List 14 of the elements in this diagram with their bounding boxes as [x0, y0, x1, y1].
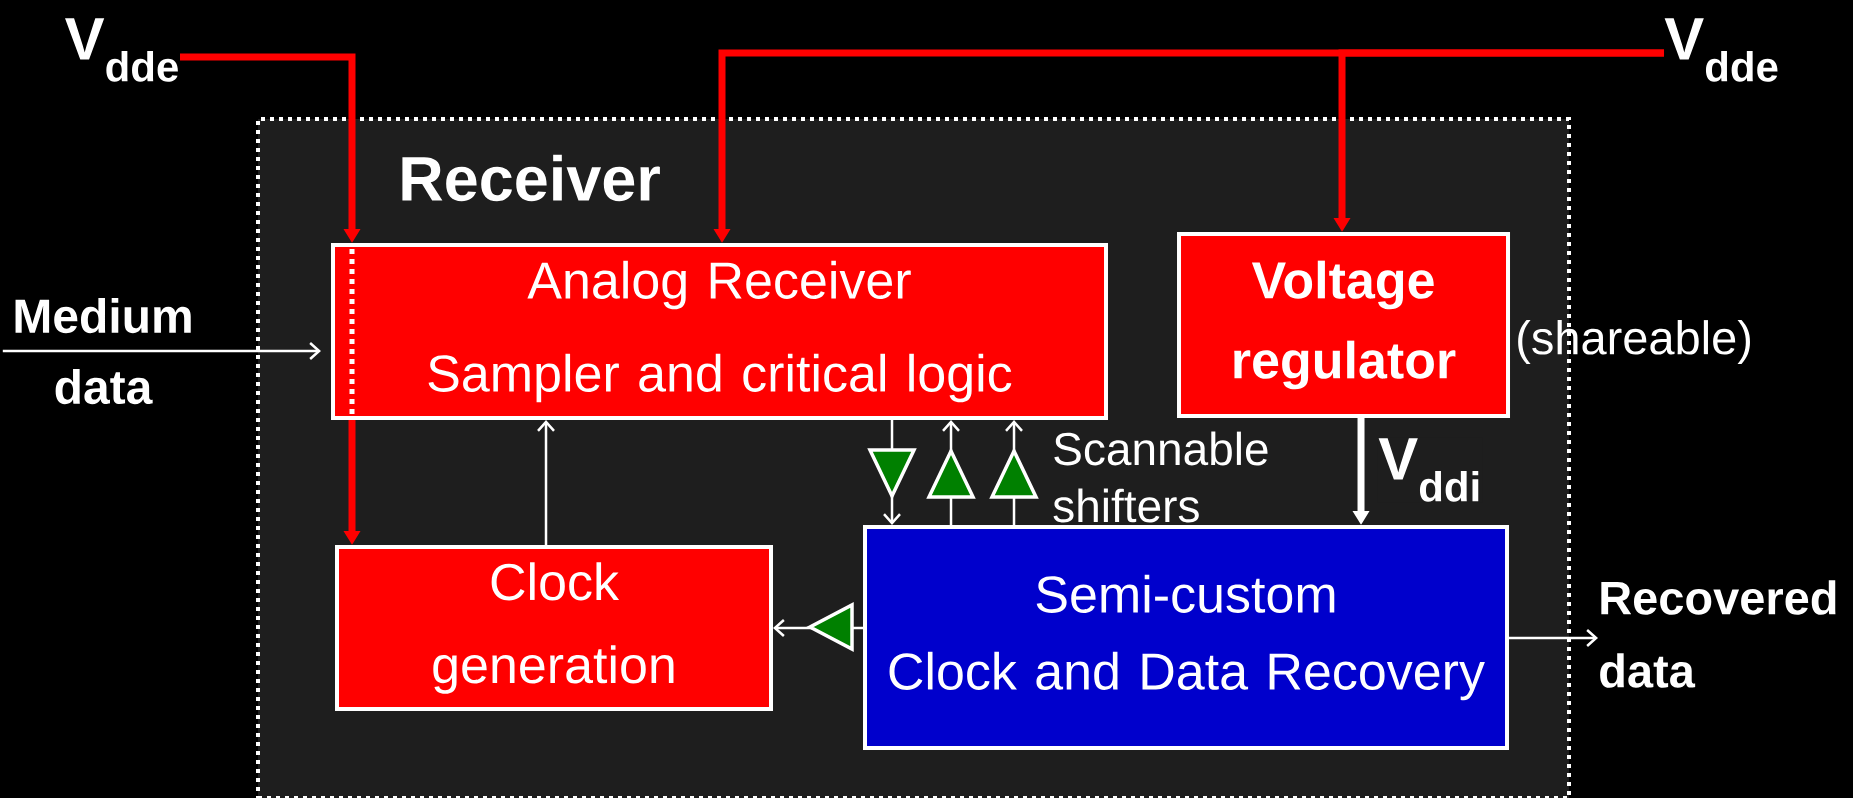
- edge-label: V$_{ddi}$: [1378, 438, 1479, 502]
- signal-label: V$_{dde}$: [65, 18, 178, 82]
- arrow: [537, 420, 555, 545]
- signal-label: Recovered data: [1600, 580, 1836, 688]
- arrow: [2, 342, 321, 360]
- arrow: [1509, 629, 1599, 647]
- signal-label: V$_{dde}$: [1664, 18, 1778, 82]
- block-box: Voltage regulator: [1177, 232, 1510, 418]
- block-box: Analog Receiver Sampler and critical logic: [331, 243, 1108, 420]
- note-text: Scannable shifters: [1053, 431, 1268, 523]
- note-text: (shareable): [1518, 320, 1750, 364]
- block-box: Semi-custom Clock and Data Recovery: [863, 525, 1509, 750]
- block-box: Clock generation: [335, 545, 773, 711]
- signal-label: Medium data: [15, 297, 191, 405]
